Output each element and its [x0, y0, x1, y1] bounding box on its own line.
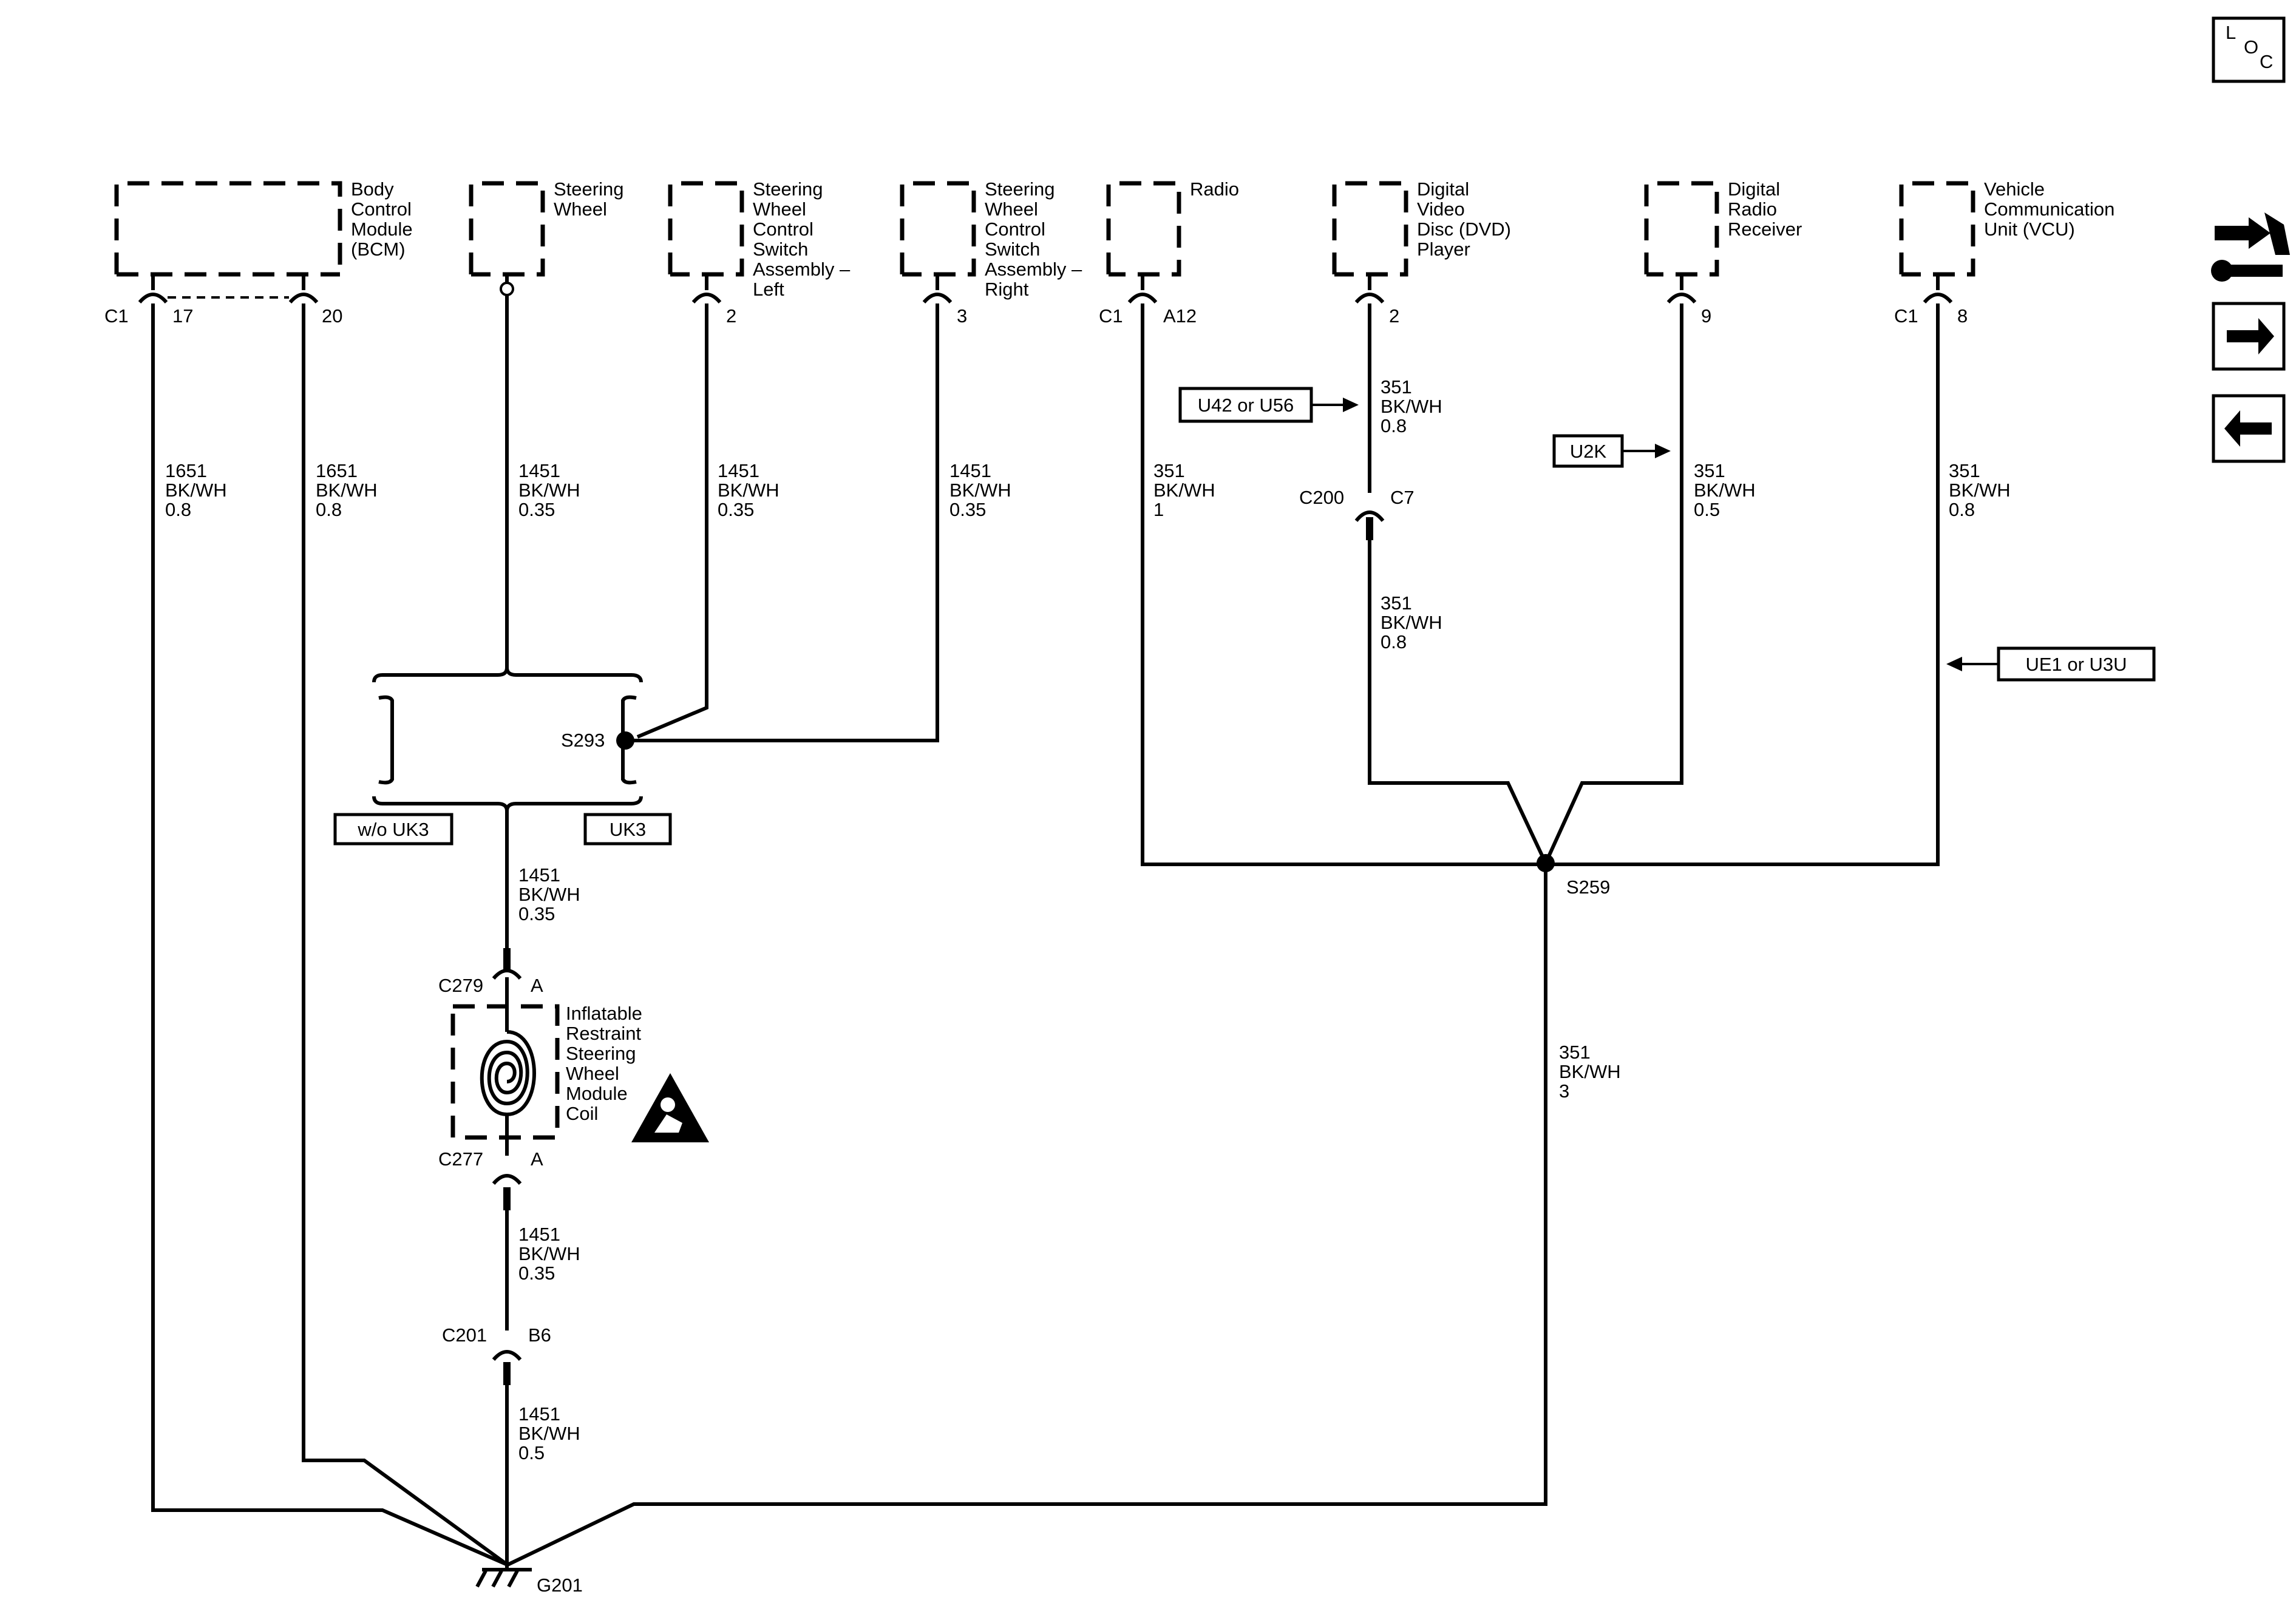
wire-dvd-top-label: 351 BK/WH 0.8 — [1381, 376, 1447, 436]
c201-pin-label: B6 — [528, 1324, 551, 1346]
coil-component: Inflatable Restraint Steering Wheel Modu… — [450, 1003, 647, 1140]
spiral-coil-icon — [480, 1030, 536, 1117]
c200-pin-label: C7 — [1390, 487, 1415, 508]
wire-paths — [151, 295, 1940, 1568]
wire-radio-label: 351 BK/WH 1 — [1153, 460, 1220, 520]
connector-wrench-icon[interactable] — [2211, 212, 2290, 282]
vcu-label: Vehicle Communication Unit (VCU) — [1984, 178, 2120, 240]
drr-label: Digital Radio Receiver — [1728, 178, 1802, 240]
wire-sw-label: 1451 BK/WH 0.35 — [518, 460, 585, 520]
c201-connector: C201 B6 — [442, 1324, 551, 1385]
previous-page-button[interactable] — [2212, 394, 2286, 463]
location-button[interactable]: L O C — [2212, 16, 2286, 83]
s259-label: S259 — [1566, 876, 1610, 898]
uk3-label: UK3 — [610, 819, 646, 840]
u42-label: U42 or U56 — [1198, 395, 1294, 416]
c279-connector: C279 A — [438, 948, 543, 996]
c200-label: C200 — [1299, 487, 1344, 508]
c277-pin-label: A — [531, 1148, 543, 1170]
swc-left-label: Steering Wheel Control Switch Assembly –… — [753, 178, 855, 300]
ue1-option: UE1 or U3U — [1946, 646, 2156, 682]
radio-component: Radio — [1106, 178, 1239, 277]
drr-pin-label: 9 — [1701, 305, 1711, 327]
c201-label: C201 — [442, 1324, 487, 1346]
dvd-component: Digital Video Disc (DVD) Player — [1332, 178, 1517, 277]
loc-o: O — [2244, 36, 2258, 58]
steering-wheel-label: Steering Wheel — [554, 178, 629, 220]
wire-below-coil-label: 1451 BK/WH 0.35 — [518, 1224, 585, 1284]
arrow-left-icon — [2224, 410, 2272, 447]
airbag-warning-icon — [631, 1073, 709, 1142]
radio-label: Radio — [1190, 178, 1239, 200]
wire-bcm17-label: 1651 BK/WH 0.8 — [165, 460, 232, 520]
wire-swcl-label: 1451 BK/WH 0.35 — [718, 460, 784, 520]
wire-below-c201-label: 1451 BK/WH 0.5 — [518, 1403, 585, 1463]
u2k-option: U2K — [1552, 434, 1671, 468]
c200-connector: C200 C7 — [1299, 487, 1415, 540]
uk3-option: UK3 — [583, 813, 672, 846]
bcm-pin20-label: 20 — [322, 305, 342, 327]
wire-bcm20-label: 1651 BK/WH 0.8 — [316, 460, 382, 520]
loc-l: L — [2226, 22, 2236, 43]
bcm-label: Body Control Module (BCM) — [351, 178, 418, 260]
c279-label: C279 — [438, 975, 483, 996]
dvd-label: Digital Video Disc (DVD) Player — [1417, 178, 1517, 260]
ground-symbol: G201 — [475, 1568, 583, 1596]
next-page-button[interactable] — [2212, 302, 2286, 371]
c279-pin-label: A — [531, 975, 543, 996]
g201-label: G201 — [537, 1575, 583, 1596]
dvd-pin-label: 2 — [1389, 305, 1399, 327]
bcm-pin17-label: 17 — [172, 305, 193, 327]
wire-swcr-label: 1451 BK/WH 0.35 — [949, 460, 1016, 520]
vcu-component: Vehicle Communication Unit (VCU) — [1899, 178, 2120, 277]
vcu-connector-label: C1 — [1894, 305, 1918, 327]
c277-label: C277 — [438, 1148, 483, 1170]
wire-s259-down-label: 351 BK/WH 3 — [1559, 1042, 1626, 1102]
wo-uk3-label: w/o UK3 — [357, 819, 429, 840]
u2k-label: U2K — [1570, 441, 1607, 462]
c277-connector: C277 A — [438, 1148, 543, 1210]
coil-label: Inflatable Restraint Steering Wheel Modu… — [566, 1003, 647, 1124]
wire-drr-label: 351 BK/WH 0.5 — [1694, 460, 1761, 520]
bcm-connector-label: C1 — [104, 305, 129, 327]
drr-component: Digital Radio Receiver — [1644, 178, 1802, 277]
wire-below-splice-label: 1451 BK/WH 0.35 — [518, 864, 585, 924]
steering-wheel-component: Steering Wheel — [469, 178, 629, 277]
ue1-label: UE1 or U3U — [2025, 654, 2127, 675]
wire-dvd-bottom-label: 351 BK/WH 0.8 — [1381, 592, 1447, 653]
radio-connector-label: C1 — [1099, 305, 1123, 327]
s293-label: S293 — [561, 730, 605, 751]
swc-right-pin-label: 3 — [957, 305, 967, 327]
bcm-component: Body Control Module (BCM) — [114, 178, 418, 277]
swc-right-label: Steering Wheel Control Switch Assembly –… — [985, 178, 1087, 300]
wire-vcu-label: 351 BK/WH 0.8 — [1949, 460, 2016, 520]
loc-c: C — [2260, 51, 2273, 72]
u42-option: U42 or U56 — [1178, 387, 1359, 423]
radio-pin-label: A12 — [1163, 305, 1197, 327]
swc-left-pin-label: 2 — [726, 305, 736, 327]
wo-uk3-option: w/o UK3 — [333, 813, 453, 846]
vcu-pin-label: 8 — [1957, 305, 1968, 327]
s293-splice-dot — [616, 731, 634, 750]
swc-right-component: Steering Wheel Control Switch Assembly –… — [900, 178, 1087, 300]
s259-splice-dot — [1537, 854, 1555, 872]
swc-left-component: Steering Wheel Control Switch Assembly –… — [668, 178, 855, 300]
arrow-right-icon — [2227, 318, 2274, 354]
option-bracket — [372, 652, 643, 819]
